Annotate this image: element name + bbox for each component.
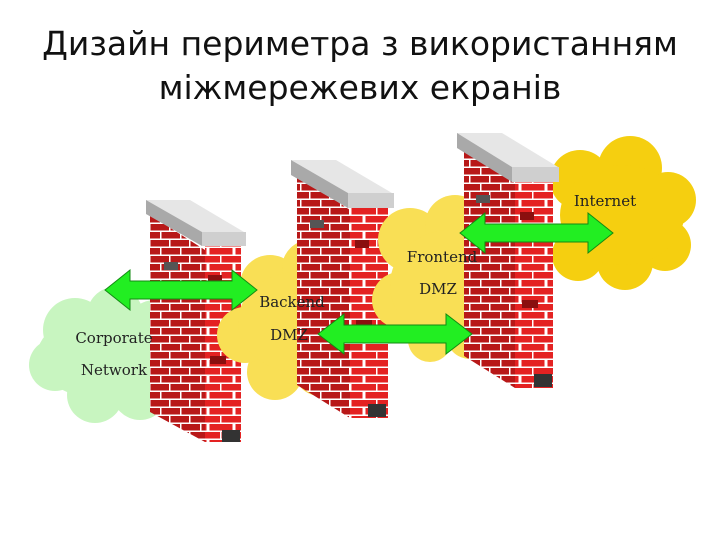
corporate-backend-arrow	[104, 268, 258, 312]
frontend-dmz-label-line-2: DMZ	[419, 280, 457, 298]
corporate-network-label-line-1: Corporate	[75, 329, 152, 347]
title-line-1: Дизайн периметра з використанням	[42, 24, 678, 63]
backend-frontend-arrow	[317, 312, 473, 356]
frontend-internet-arrow	[459, 211, 614, 255]
backend-dmz-label-line-1: Backend	[259, 293, 325, 311]
title-line-2: міжмережевих екранів	[158, 68, 562, 107]
corporate-network-label-line-2: Network	[81, 361, 148, 379]
firewall-wall-3	[457, 133, 559, 388]
backend-dmz-label-line-2: DMZ	[270, 326, 308, 344]
internet-label: Internet	[574, 192, 636, 210]
page-title: Дизайн периметра з використанням міжмере…	[0, 22, 720, 110]
frontend-dmz-label-line-1: Frontend	[407, 248, 478, 266]
internet-cloud	[550, 136, 696, 290]
